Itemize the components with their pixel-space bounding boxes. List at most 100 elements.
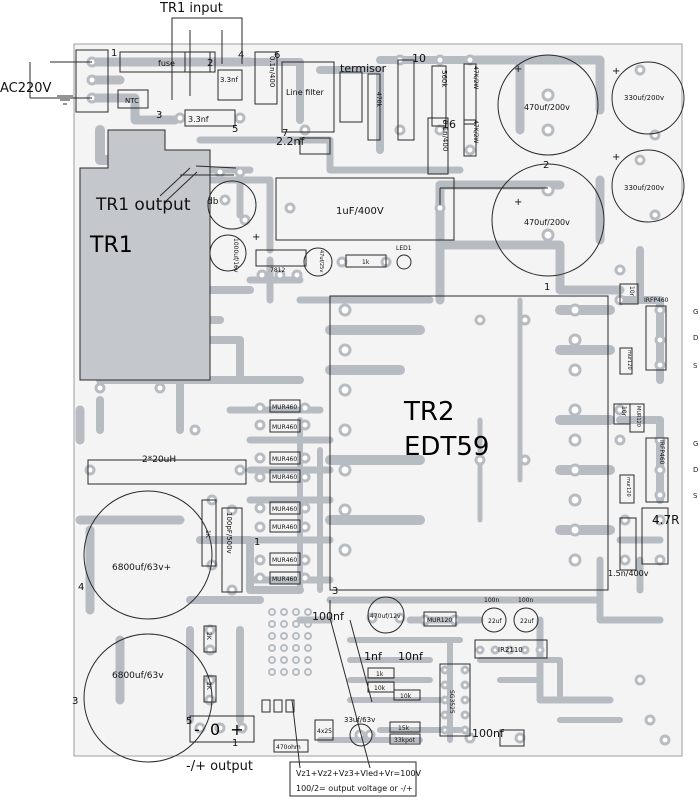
node-number: 4	[78, 582, 84, 593]
cap-470uf-mid	[491, 163, 605, 277]
irfp460-top	[645, 305, 667, 371]
line-filter	[281, 61, 335, 133]
mosfet-top-source-label: S	[693, 362, 698, 370]
plus-icon: +	[612, 66, 620, 77]
regulator-7812	[255, 249, 307, 267]
cap-1n5	[619, 517, 637, 571]
node-number: 3	[156, 110, 162, 121]
zener-1	[261, 699, 271, 713]
resistor-10r-a	[619, 283, 639, 305]
diode-mur460-1	[269, 399, 301, 413]
cap-1000uf	[209, 234, 247, 272]
plus-icon: +	[514, 197, 522, 208]
zener-label: 4x25	[317, 728, 332, 735]
led1	[396, 254, 412, 270]
node-number: 1	[544, 282, 550, 293]
cap-1nf-label: 1nf	[364, 650, 383, 663]
cap-22uf-b	[513, 607, 539, 633]
resistor-1k-led	[345, 254, 387, 268]
node-number: 3	[332, 586, 338, 597]
diode-mur460-7	[269, 552, 301, 566]
led1-label: LED1	[396, 245, 412, 252]
cap-2n2-label: 2.2nf	[276, 135, 305, 148]
resistor-47k-a	[463, 63, 477, 125]
diode-mur120-top	[619, 347, 633, 375]
mur460-label-5: MUR460	[272, 506, 297, 513]
diode-mur460-3	[269, 451, 301, 465]
resistor-15k	[389, 721, 421, 733]
resistor-4r7-label: 4.7R	[652, 513, 679, 527]
termistor-label: termisor	[340, 62, 387, 75]
diode-mur460-4	[269, 469, 301, 483]
cap-470uf-mid-label: 470uf/200v	[524, 218, 570, 227]
fuse-label: fuse	[158, 59, 175, 68]
resistor-47k-a-label: 47K/2W	[472, 66, 479, 89]
cap-0n1-400-b-label: 0.1n/400	[441, 120, 449, 151]
node-number: 10	[412, 52, 426, 65]
irfp460-bottom-label: IRFP460	[658, 440, 665, 465]
node-number: 5	[232, 124, 238, 135]
mur460-label-7: MUR460	[272, 557, 297, 564]
cap-330uf-top-label: 330uf/200v	[624, 94, 664, 102]
resistor-15k-label: 15k	[398, 725, 410, 732]
cap-6800uf-b-label: 6800uf/63v	[112, 671, 164, 681]
resistor-10r-a-label: 10r	[628, 286, 635, 297]
regulator-label: 7812	[270, 267, 285, 274]
zener-3	[285, 699, 295, 713]
tr1-input-label: TR1 input	[159, 1, 223, 16]
resistor-10k-b-label: 10k	[400, 693, 412, 700]
tr1-transformer	[79, 129, 211, 381]
cap-100nf-a-label: 100nf	[312, 610, 345, 623]
cap-100n-a-label: 100n	[484, 597, 499, 604]
diode-mur120-top-label: mur120	[626, 350, 632, 370]
solder-pads	[84, 54, 671, 746]
resistor-10k-b	[393, 689, 421, 701]
ntc-thermistor	[117, 89, 149, 109]
resistor-1k-v-label: 1K	[204, 530, 211, 539]
cap-6800uf-b	[83, 633, 213, 763]
resistor-47k-b	[463, 119, 477, 157]
edt59-label: EDT59	[404, 432, 489, 462]
cap-3n3-a	[217, 69, 243, 101]
node-number: 1	[232, 738, 238, 749]
line-filter-label: Line filter	[286, 88, 325, 97]
cap-100nf-b-label: 100nf	[472, 727, 505, 740]
resistor-2k-b-label: 2K	[205, 682, 212, 691]
resistor-2k-a	[203, 625, 217, 653]
inductor-2x20uh	[87, 459, 247, 485]
resistor-1k-a-label: 1k	[376, 671, 384, 678]
cap-0n1-400-label: 0.1n/400	[268, 56, 276, 87]
polarity-marks: + + + + +	[252, 64, 620, 243]
formula-line-1: Vz1+Vz2+Vz3+Vled+Vr=100V	[296, 769, 422, 778]
cap-33uf	[349, 723, 373, 747]
node-number: 2	[543, 160, 549, 171]
node-number: 7	[282, 128, 288, 139]
cap-6800uf-a-label: 6800uf/63v+	[112, 563, 171, 573]
cap-0n1-400	[254, 51, 278, 105]
node-number: 1	[254, 537, 260, 548]
cap-100pf	[221, 507, 243, 593]
cap-10nf-label: 10nf	[398, 650, 424, 663]
mur460-label-6: MUR460	[272, 524, 297, 531]
cap-1uf-400v	[275, 177, 455, 241]
cap-0n1-400-b	[427, 117, 449, 175]
cap-470uf-top-label: 470uf/200v	[524, 103, 570, 112]
diode-mur120-a-label: MUR120	[635, 406, 641, 427]
cap-1n5-label: 1.5n/400v	[608, 569, 649, 578]
cap-330uf-mid	[611, 149, 685, 223]
mur460-label-4: MUR460	[272, 474, 297, 481]
tr1-output-label: TR1 output	[95, 195, 191, 215]
cap-22uf-a-label: 22uf	[488, 618, 502, 625]
ir2110-label: IR2110	[498, 646, 523, 654]
cap-470uf-top	[497, 54, 599, 156]
cap-100n-b-label: 100n	[518, 597, 533, 604]
mosfet-bottom-drain-label: D	[693, 466, 698, 474]
resistor-470k-a-label: 470k	[375, 92, 382, 107]
plus-icon: +	[514, 64, 522, 75]
diode-mur120-bot-label: MUR120	[427, 617, 452, 624]
bridge-rectifier	[207, 180, 257, 230]
node-number: 1	[111, 48, 117, 59]
diode-mur120-bot	[423, 611, 457, 627]
resistor-560k-label: 560k	[440, 70, 448, 88]
